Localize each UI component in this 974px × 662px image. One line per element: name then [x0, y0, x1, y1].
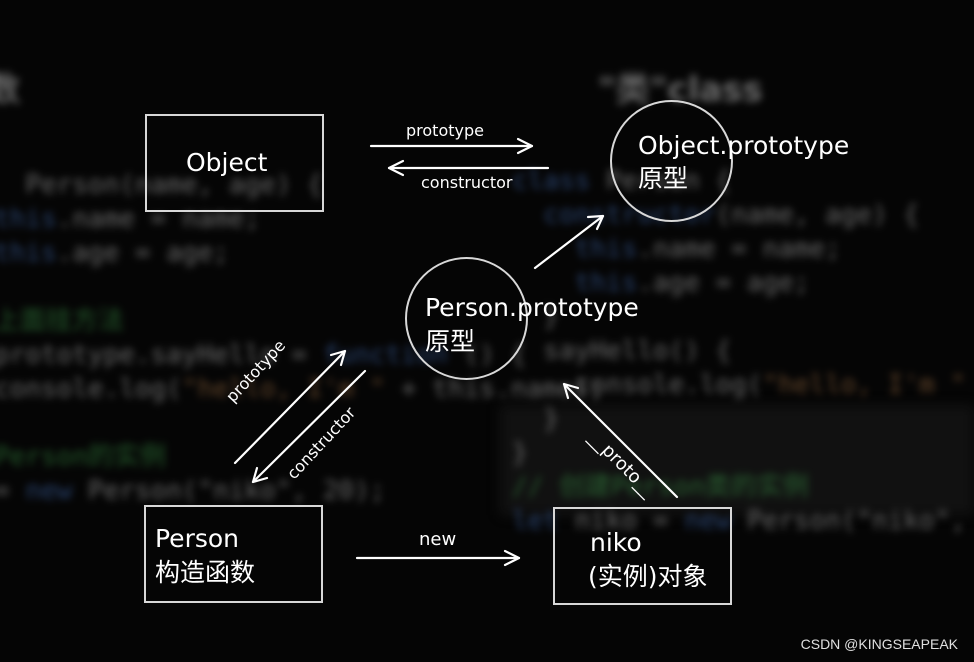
- person-node: [144, 505, 323, 603]
- person-prototype-node-label: Person.prototype: [425, 293, 639, 322]
- niko-node-sublabel: (实例)对象: [588, 562, 708, 591]
- object-prototype-node-sublabel: 原型: [638, 164, 689, 193]
- arrow-niko-to-person-prototype: [562, 382, 679, 499]
- arrowhead-object-prototype-to-object: [387, 159, 405, 177]
- arrow-person-prototype-to-person: [251, 369, 367, 484]
- person-prototype-node: [405, 257, 528, 380]
- arrowhead-person-to-niko: [503, 549, 521, 567]
- object-node: [145, 114, 324, 212]
- niko-node: [553, 507, 732, 605]
- person-node-sublabel: 构造函数: [155, 558, 256, 587]
- arrowhead-person-prototype-to-person: [251, 466, 269, 484]
- arrowhead-niko-to-person-prototype: [562, 382, 580, 400]
- arrow-person-prototype-to-object-prototype: [533, 214, 605, 270]
- niko-node-label: niko: [590, 528, 642, 557]
- watermark: CSDN @KINGSEAPEAK: [800, 636, 958, 652]
- person-prototype-node-sublabel: 原型: [425, 327, 476, 356]
- object-prototype-node: [610, 100, 733, 222]
- object-node-label: Object: [186, 148, 268, 177]
- arrowhead-person-prototype-to-object-prototype: [586, 214, 605, 231]
- person-node-label: Person: [155, 524, 240, 553]
- object-prototype-node-label: Object.prototype: [638, 131, 850, 160]
- arrowhead-person-to-person-prototype: [329, 349, 347, 367]
- edge-label-top-constructor: constructor: [421, 173, 513, 192]
- arrowhead-object-to-object-prototype: [516, 137, 534, 155]
- edge-label-top-prototype: prototype: [406, 121, 484, 140]
- arrow-person-to-person-prototype: [233, 349, 347, 465]
- edge-label-new: new: [419, 529, 457, 550]
